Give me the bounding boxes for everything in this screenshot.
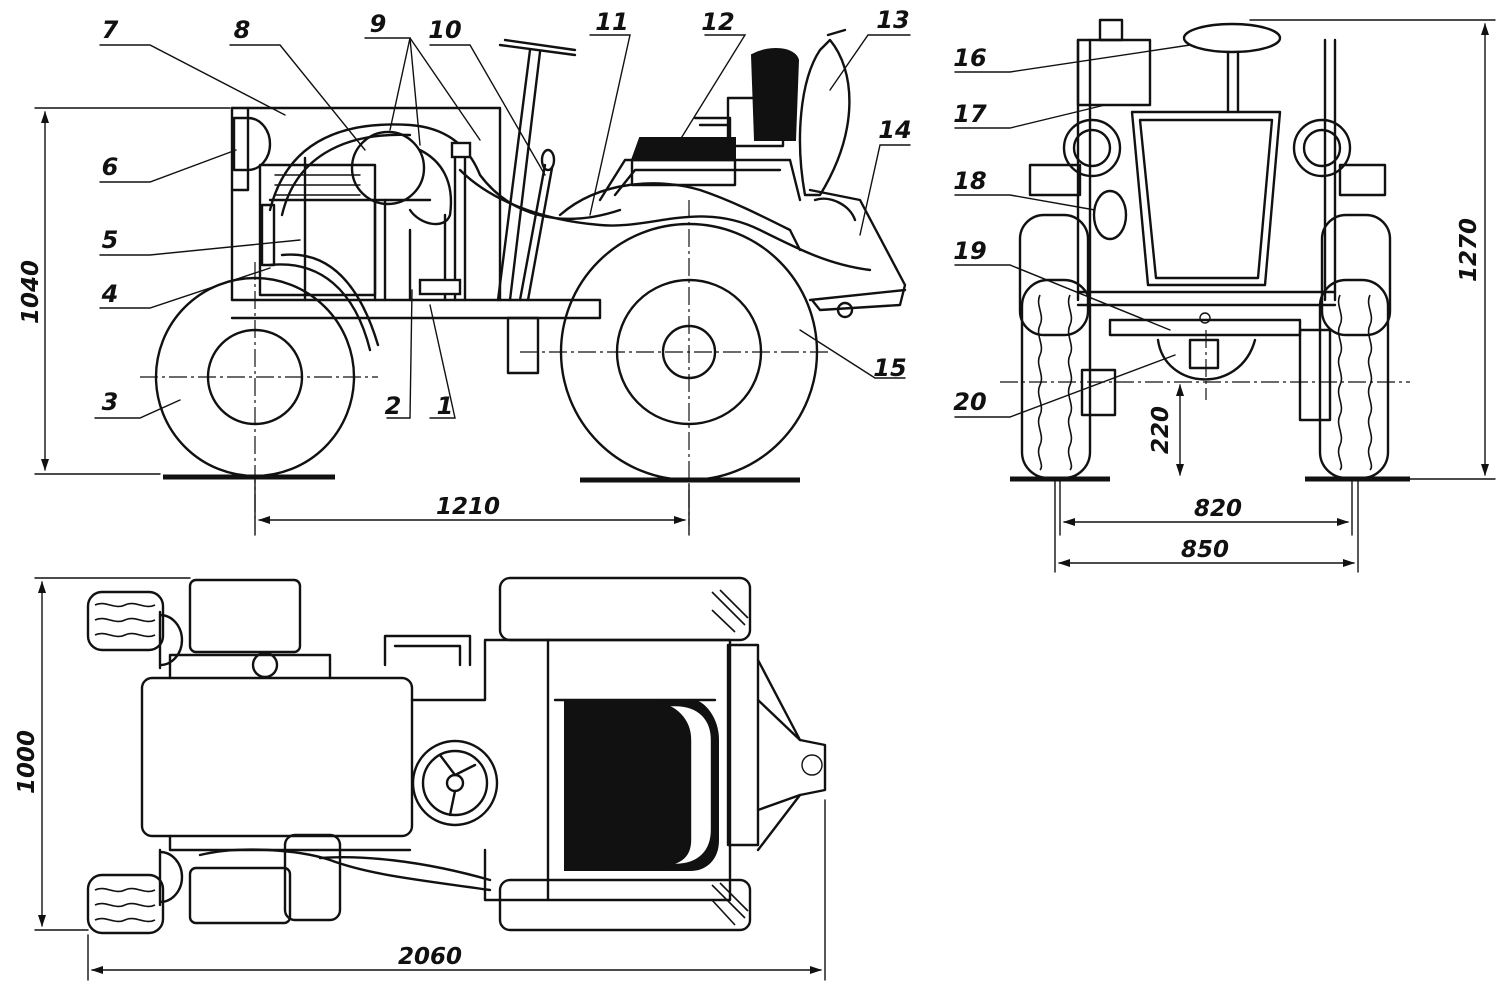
front-left-tyre	[1018, 213, 1092, 480]
dimension-labels: 1210 1040 1270 220 820 850 1000 2060	[14, 218, 1482, 970]
label-11: 11	[595, 8, 628, 36]
dim-wheelbase: 1210	[436, 494, 500, 520]
label-19: 19	[953, 237, 986, 265]
side-frame	[230, 106, 602, 375]
label-14: 14	[878, 116, 911, 144]
dim-height-side: 1040	[18, 260, 44, 324]
rear-wheel	[520, 200, 830, 525]
label-8: 8	[234, 16, 251, 44]
side-view	[34, 28, 911, 536]
label-13: 13	[876, 6, 909, 34]
label-20: 20	[953, 388, 986, 416]
part-labels: 1 2 3 4 5 6 7 8 9 10 11 12 13 14 15 16 1…	[101, 6, 987, 420]
label-7: 7	[102, 16, 119, 44]
seat	[630, 48, 800, 187]
label-2: 2	[385, 392, 402, 420]
label-3: 3	[102, 388, 119, 416]
label-9: 9	[370, 10, 387, 38]
front-view	[954, 18, 1496, 573]
label-10: 10	[428, 16, 461, 44]
dim-width-top: 1000	[14, 730, 40, 794]
label-12: 12	[701, 8, 734, 36]
label-4: 4	[101, 280, 119, 308]
dim-length: 2060	[398, 944, 462, 970]
label-15: 15	[873, 354, 906, 382]
dim-width-front: 850	[1181, 537, 1229, 563]
dim-track-rear: 820	[1194, 496, 1242, 522]
label-17: 17	[953, 100, 987, 128]
front-right-tyre	[1318, 213, 1392, 480]
top-view	[34, 576, 827, 981]
dim-height-front: 1270	[1456, 218, 1482, 282]
label-6: 6	[102, 153, 119, 181]
engine-block	[258, 163, 377, 297]
label-1: 1	[437, 392, 454, 420]
front-wheel	[140, 262, 378, 520]
side-leader-lines	[94, 34, 911, 419]
label-18: 18	[953, 167, 986, 195]
dim-clearance: 220	[1148, 406, 1174, 454]
label-5: 5	[102, 226, 119, 254]
label-16: 16	[953, 44, 986, 72]
